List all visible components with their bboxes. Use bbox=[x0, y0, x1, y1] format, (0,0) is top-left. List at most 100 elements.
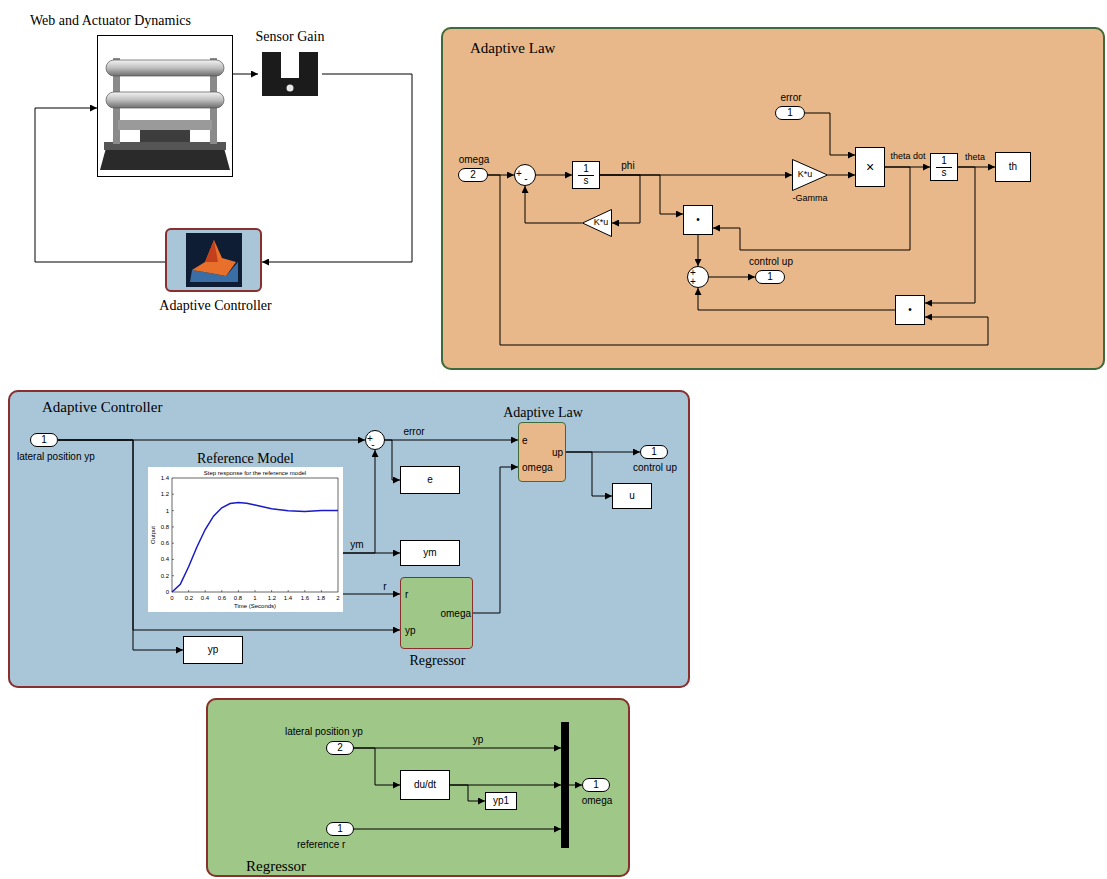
gain-block: K*u bbox=[582, 209, 612, 237]
block-label: du/dt bbox=[401, 779, 449, 791]
block-label: 1 bbox=[583, 779, 609, 791]
step-response-plot bbox=[148, 467, 343, 612]
block-label: Adaptive Controller bbox=[137, 297, 294, 314]
block-label: r bbox=[405, 589, 425, 601]
signal-line bbox=[525, 186, 582, 223]
signal-line bbox=[385, 440, 400, 480]
subsystem-block: Adaptive Laweomegaup bbox=[518, 422, 566, 482]
block-label: - bbox=[369, 439, 377, 451]
block-label: -Gamma bbox=[784, 193, 836, 204]
controller-icon: Adaptive Controller bbox=[165, 228, 262, 292]
plot-text: 0.6 bbox=[157, 539, 169, 547]
plot-text: 1 bbox=[247, 594, 263, 602]
photo-ground bbox=[97, 35, 233, 177]
signal-line bbox=[450, 785, 485, 801]
plot-text: 1.6 bbox=[297, 594, 313, 602]
plot-text: 0.2 bbox=[181, 594, 197, 602]
plot-text: 2 bbox=[330, 594, 346, 602]
signal-line bbox=[354, 748, 400, 785]
block-label: Web and Actuator Dynamics bbox=[30, 12, 230, 29]
plot-text: 0.4 bbox=[197, 594, 213, 602]
block-label: Sensor Gain bbox=[248, 28, 332, 45]
sensor-illustration: Sensor Gain bbox=[258, 48, 322, 100]
signal-line bbox=[536, 175, 572, 176]
block-label: lateral position yp bbox=[17, 451, 117, 463]
block-label: Regressor bbox=[395, 652, 480, 669]
block-label: 1 bbox=[641, 446, 667, 458]
block-label: omega bbox=[579, 795, 615, 807]
block-label: s bbox=[573, 175, 599, 187]
signal-label: yp bbox=[468, 734, 488, 746]
subsystem-panel: Adaptive Controller1lateral position yp+… bbox=[8, 390, 690, 688]
dot-product-block: • bbox=[895, 295, 925, 325]
signal-line bbox=[343, 594, 400, 595]
panel-fill bbox=[441, 27, 1105, 370]
dot-product-block: • bbox=[683, 205, 713, 235]
gain-block: K*u-Gamma bbox=[792, 159, 828, 191]
inport-block: 1reference r bbox=[326, 822, 354, 836]
block-label: omega bbox=[435, 608, 471, 620]
matlab-logo bbox=[186, 233, 242, 287]
scope-block: u bbox=[612, 483, 652, 509]
block-label: up bbox=[541, 447, 563, 459]
sum-block: ++ bbox=[687, 266, 709, 288]
plot-text: 0.8 bbox=[230, 594, 246, 602]
signal-line bbox=[233, 74, 258, 75]
plot-text: Time (Seconds) bbox=[172, 602, 338, 610]
mux-bar bbox=[561, 722, 569, 848]
block-label: × bbox=[856, 159, 884, 175]
signal-label: theta bbox=[962, 152, 988, 163]
signal-line bbox=[35, 108, 165, 262]
subsystem-panel: Adaptive Lawerror1omega2+-1sK*u-Gamma×1s… bbox=[441, 27, 1105, 370]
block-label: Adaptive Controller bbox=[42, 398, 222, 416]
block-label: yp1 bbox=[486, 795, 516, 807]
derivative-block: du/dt bbox=[400, 770, 450, 800]
plot-text: 1.2 bbox=[157, 490, 169, 498]
sum-block: +- bbox=[514, 164, 536, 186]
block-label: e bbox=[522, 435, 542, 447]
scope-block: ym bbox=[400, 540, 460, 566]
signal-line bbox=[698, 288, 895, 310]
block-label: K*u bbox=[793, 169, 817, 180]
signal-line bbox=[600, 175, 683, 214]
subsystem-block: rypomegaRegressor bbox=[400, 577, 473, 649]
signal-line bbox=[262, 74, 412, 262]
signal-line bbox=[58, 440, 400, 630]
block-label: 2 bbox=[327, 742, 353, 754]
mux-wires bbox=[354, 748, 582, 829]
product-block: × bbox=[855, 147, 885, 187]
plot-text: Step response for the reference model bbox=[172, 469, 338, 477]
block-label: Reference Model bbox=[183, 450, 308, 467]
signal-line bbox=[58, 440, 183, 650]
axis-label: Output bbox=[149, 515, 157, 555]
step-response-plot: Reference Model bbox=[148, 467, 343, 612]
block-label: lateral position yp bbox=[285, 726, 395, 738]
outport-block: control up1 bbox=[755, 270, 785, 284]
inport-block: omega2 bbox=[458, 168, 488, 182]
block-label: omega bbox=[449, 154, 499, 166]
block-label: control up bbox=[739, 256, 803, 268]
scope-block: e bbox=[400, 466, 460, 494]
plot-text: 0 bbox=[157, 588, 169, 596]
block-label: + bbox=[689, 276, 697, 288]
block-label: Adaptive Law bbox=[503, 404, 583, 421]
sensor-illustration bbox=[262, 52, 318, 96]
signal-line bbox=[828, 175, 855, 176]
block-label: 1 bbox=[31, 434, 57, 446]
block-label: 1 bbox=[776, 107, 804, 119]
plant-illustration: Web and Actuator Dynamics bbox=[97, 35, 233, 177]
outport-block: 1omega bbox=[582, 778, 610, 792]
plot-text: 1 bbox=[157, 507, 169, 515]
signal-line bbox=[925, 167, 975, 303]
block-label: 1 bbox=[327, 823, 353, 835]
scope-block: yp bbox=[183, 636, 243, 664]
block-label: 1 bbox=[931, 155, 957, 167]
inport-block: error1 bbox=[775, 106, 805, 120]
scope-block: yp1 bbox=[485, 792, 517, 810]
signal-line bbox=[709, 277, 755, 278]
block-label: omega bbox=[522, 462, 562, 474]
block-label: • bbox=[684, 214, 712, 226]
signal-line bbox=[343, 450, 375, 553]
block-label: Adaptive Law bbox=[470, 39, 620, 57]
